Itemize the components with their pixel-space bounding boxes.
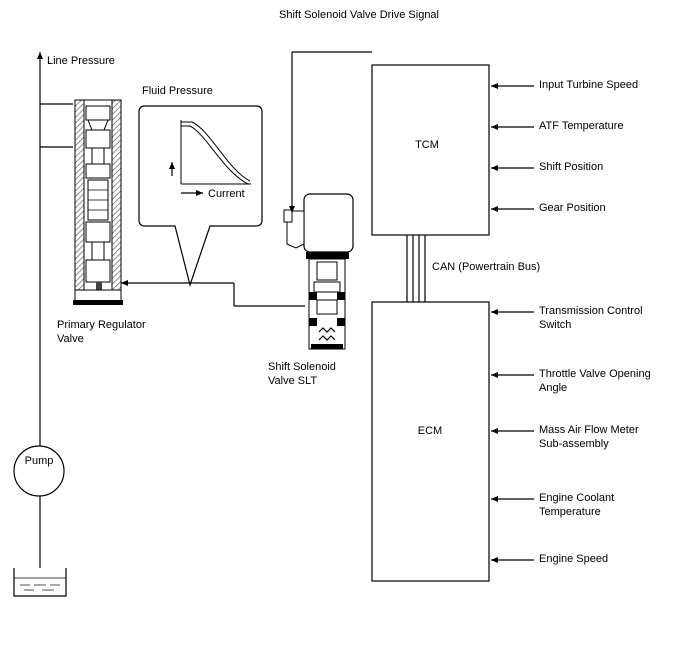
tcm-input-label: Input Turbine Speed <box>539 79 638 91</box>
tcm-input-atf-temperature: ATF Temperature <box>491 120 624 132</box>
ecm-input-engine-coolant-temperature: Engine Coolant Temperature <box>491 492 614 518</box>
tcm-input-gear-position: Gear Position <box>491 202 606 214</box>
primary-regulator-label: Primary Regulator <box>57 319 146 331</box>
ecm-input-label: Throttle Valve Opening <box>539 368 651 380</box>
can-bus-label: CAN (Powertrain Bus) <box>432 261 540 273</box>
tcm-input-label: Gear Position <box>539 202 606 214</box>
ecm-input-engine-speed: Engine Speed <box>491 553 608 565</box>
slt-label-2: Valve SLT <box>268 375 317 387</box>
pump-label: Pump <box>25 455 54 467</box>
ecm-input-label: Mass Air Flow Meter <box>539 424 639 436</box>
slt-label: Shift Solenoid <box>268 361 336 373</box>
ecm-input-label: Temperature <box>539 506 601 518</box>
ecm-input-throttle-valve-opening-angle: Throttle Valve Opening Angle <box>491 368 651 394</box>
tcm-label: TCM <box>415 139 439 151</box>
ecm-label: ECM <box>418 425 442 437</box>
oil-pan-icon <box>13 568 67 597</box>
can-bus-lines <box>406 235 426 302</box>
current-axis-label: Current <box>208 188 245 200</box>
tcm-input-label: Shift Position <box>539 161 603 173</box>
primary-regulator-valve-icon <box>73 99 123 305</box>
ecm-input-transmission-control-switch: Transmission Control Switch <box>491 305 643 331</box>
ecm-input-label: Engine Speed <box>539 553 608 565</box>
ecm-input-label: Transmission Control <box>539 305 643 317</box>
tcm-input-shift-position: Shift Position <box>491 161 603 173</box>
ecm-input-label: Engine Coolant <box>539 492 614 504</box>
fluid-pressure-label: Fluid Pressure <box>142 85 213 97</box>
ecm-input-label: Sub-assembly <box>539 438 609 450</box>
ecm-box <box>371 301 490 582</box>
pressure-current-graph <box>169 120 251 196</box>
primary-regulator-label-2: Valve <box>57 333 84 345</box>
ecm-input-label: Switch <box>539 319 571 331</box>
ecm-input-mass-air-flow-meter: Mass Air Flow Meter Sub-assembly <box>491 424 639 450</box>
drive-signal-wire <box>289 51 372 213</box>
tcm-input-label: ATF Temperature <box>539 120 624 132</box>
line-pressure-label: Line Pressure <box>47 55 115 67</box>
tcm-input-input-turbine-speed: Input Turbine Speed <box>491 79 638 91</box>
tcm-box <box>371 64 490 236</box>
ecm-input-label: Angle <box>539 382 567 394</box>
pump <box>13 445 65 497</box>
shift-solenoid-valve-slt-icon <box>283 193 354 350</box>
diagram-title: Shift Solenoid Valve Drive Signal <box>279 9 439 21</box>
control-pressure-line <box>121 280 305 307</box>
